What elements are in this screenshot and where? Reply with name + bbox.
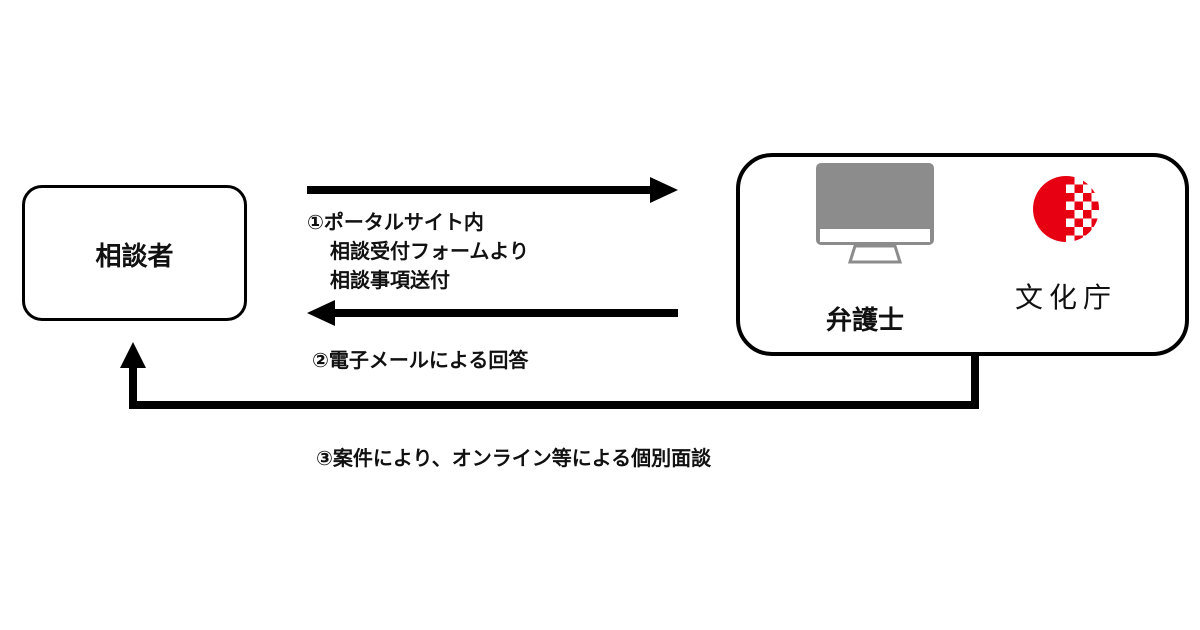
consultant-label: 相談者 [95, 242, 174, 272]
logo-checker-square [1074, 201, 1083, 210]
step3-text: ③案件により、オンライン等による個別面談 [316, 446, 712, 470]
agency-logo-text: 文化庁 [1014, 281, 1117, 314]
logo-checker-square [1091, 201, 1099, 210]
logo-checker-square [1091, 184, 1099, 193]
logo-checker-square [1066, 176, 1075, 185]
consultant-box [22, 185, 247, 321]
lawyer-label: 弁護士 [825, 306, 904, 336]
arrow-interview-path [120, 342, 979, 409]
arrow-reply-left [307, 300, 678, 326]
logo-checker-square [1091, 235, 1099, 242]
logo-checker-square [1091, 218, 1099, 227]
logo-checker-square [1066, 227, 1075, 236]
logo-checker-square [1083, 176, 1092, 185]
logo-checker-square [1074, 235, 1083, 242]
logo-checker-square [1083, 193, 1092, 202]
step2-text: ②電子メールによる回答 [312, 348, 529, 372]
step1-line1: ①ポータルサイト内 [307, 210, 484, 234]
logo-checker-square [1083, 227, 1092, 236]
step1-line3: 相談事項送付 [330, 268, 450, 292]
logo-checker-square [1074, 218, 1083, 227]
logo-checker-square [1066, 210, 1075, 219]
provider-box [736, 153, 1189, 356]
logo-checker-square [1066, 193, 1075, 202]
logo-checker-square [1074, 184, 1083, 193]
step1-line2: 相談受付フォームより [330, 239, 529, 263]
logo-checker-square [1083, 210, 1092, 219]
arrow-submit-right [307, 177, 678, 203]
